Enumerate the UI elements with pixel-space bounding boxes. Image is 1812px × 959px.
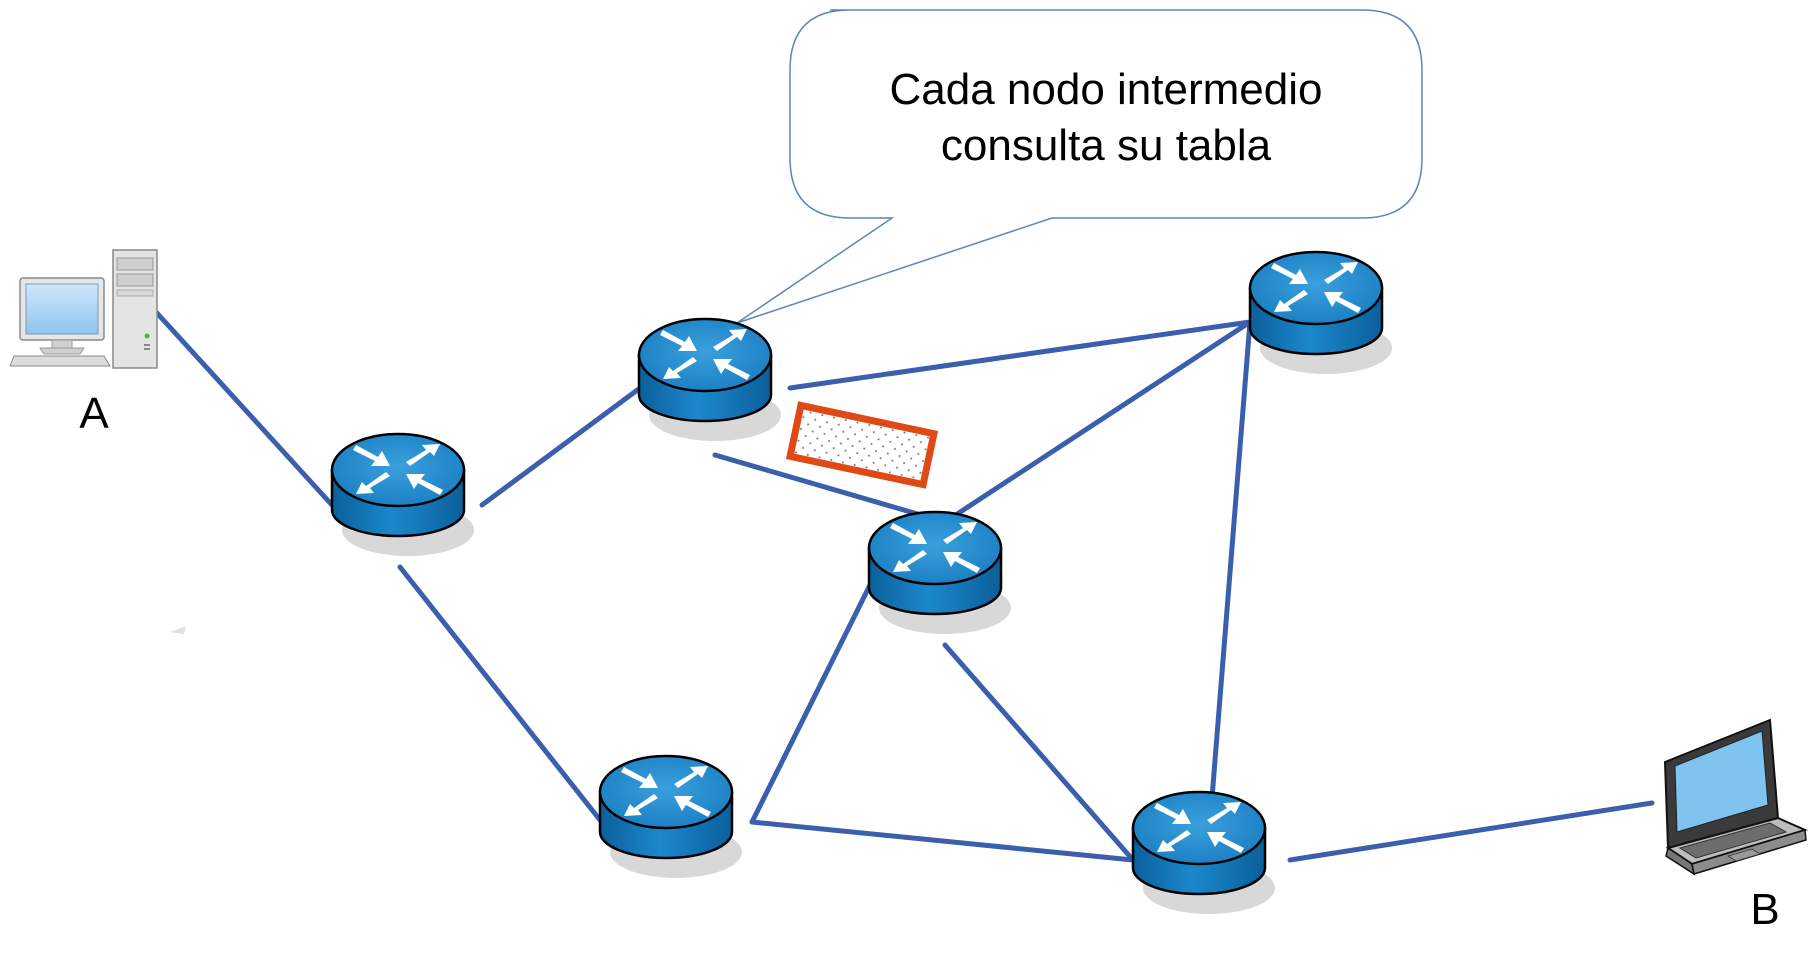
- link-r2-r3: [787, 319, 1253, 391]
- desktop-computer-icon: [9, 249, 158, 369]
- router-6: [1131, 790, 1277, 916]
- link-r4-r3: [942, 319, 1253, 525]
- link-r1-r5: [397, 564, 603, 823]
- router-4: [867, 510, 1013, 636]
- host-a-label: A: [79, 389, 109, 438]
- link-r4-r5: [749, 582, 873, 825]
- callout-text-line1: Cada nodo intermedio: [890, 65, 1323, 114]
- callout-text-line2: consulta su tabla: [941, 121, 1272, 170]
- router-1: [330, 432, 476, 558]
- link-r6-b: [1287, 800, 1655, 863]
- router-2: [637, 317, 783, 443]
- callout-bubble: Cada nodo intermedio consulta su tabla: [736, 9, 1423, 324]
- link-r1-r2: [479, 385, 643, 508]
- laptop-computer-icon: [1663, 718, 1808, 876]
- router-5: [598, 754, 744, 880]
- link-r4-r6: [942, 642, 1136, 863]
- link-r3-r6: [1209, 319, 1253, 801]
- decorative-mark: [170, 626, 186, 634]
- link-r5-r6: [749, 819, 1136, 863]
- router-3: [1248, 250, 1394, 376]
- link-r2-r4: [712, 452, 948, 525]
- host-b-label: B: [1750, 885, 1779, 934]
- packet-icon: [785, 401, 939, 489]
- link-a-r1: [153, 309, 335, 508]
